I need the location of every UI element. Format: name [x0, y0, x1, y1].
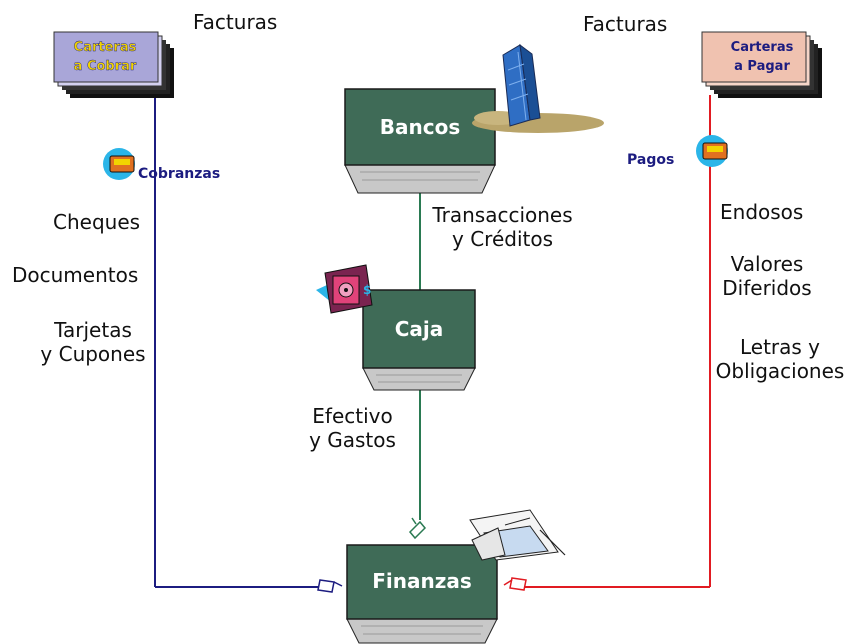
facturas-left-label: Facturas: [193, 10, 278, 34]
letras-line1: Letras y: [739, 335, 821, 359]
bancos-box: Bancos: [344, 88, 496, 194]
valores-line2: Diferidos: [722, 276, 812, 300]
transacciones-line1: Transacciones: [432, 203, 573, 227]
valores-line1: Valores: [730, 252, 804, 276]
carteras-pagar-stack: Carteras a Pagar: [701, 31, 822, 98]
pagos-label: Pagos: [627, 152, 674, 168]
tarjetas-line1: Tarjetas: [54, 318, 132, 342]
efectivo-line1: Efectivo: [312, 404, 393, 428]
efectivo-line2: y Gastos: [309, 428, 396, 452]
cobranzas-label: Cobranzas: [138, 166, 220, 182]
letras-line2: Obligaciones: [715, 359, 845, 383]
carteras-cobrar-line1: Carteras: [74, 40, 137, 55]
cheques-label: Cheques: [53, 210, 141, 234]
letras-label: Letras y Obligaciones: [700, 335, 860, 383]
finanzas-label: Finanzas: [372, 569, 472, 593]
keyboard-icon: [103, 148, 135, 180]
pointing-hand-icon: [503, 577, 527, 591]
valores-label: Valores Diferidos: [712, 252, 822, 300]
caja-box: Caja: [362, 289, 476, 391]
keyboard-icon: [696, 135, 728, 167]
efectivo-label: Efectivo y Gastos: [295, 404, 410, 452]
documents-icon: [469, 509, 566, 561]
tarjetas-line2: y Cupones: [40, 342, 146, 366]
carteras-pagar-line2: a Pagar: [734, 59, 790, 74]
safe-icon: $: [316, 264, 373, 314]
carteras-pagar-line1: Carteras: [731, 40, 794, 55]
svg-text:$: $: [363, 283, 371, 297]
facturas-right-label: Facturas: [583, 12, 668, 36]
documentos-label: Documentos: [12, 263, 139, 287]
carteras-cobrar-line2: a Cobrar: [74, 59, 137, 74]
building-icon: [472, 43, 604, 133]
pointing-hand-icon: [408, 517, 427, 540]
tarjetas-label: Tarjetas y Cupones: [28, 318, 158, 366]
bancos-label: Bancos: [380, 115, 460, 139]
finanzas-box: Finanzas: [346, 544, 498, 644]
transacciones-line2: y Créditos: [452, 227, 553, 251]
transacciones-label: Transacciones y Créditos: [420, 203, 585, 251]
caja-label: Caja: [395, 317, 444, 341]
carteras-cobrar-stack: Carteras a Cobrar: [53, 31, 174, 98]
endosos-label: Endosos: [720, 200, 804, 224]
pointing-hand-icon: [317, 579, 343, 593]
